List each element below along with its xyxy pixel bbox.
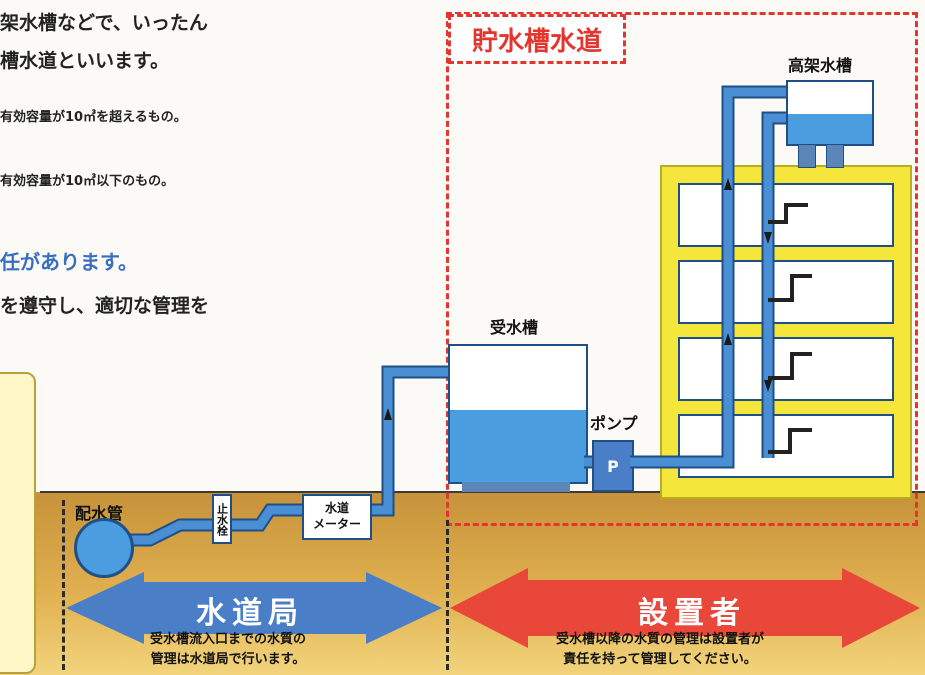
- ground-line: [40, 491, 925, 493]
- pump: P: [592, 440, 634, 492]
- elevated-tank: [786, 80, 874, 146]
- faucets: [768, 203, 812, 454]
- intro-note-1: 有効容量が10㎥を超えるもの。: [0, 110, 187, 125]
- elevated-tank-leg-1: [798, 144, 816, 168]
- water-bureau-caption: 受水槽流入口までの水質の 管理は水道局で行います。: [150, 630, 306, 670]
- pump-label: ポンプ: [590, 414, 638, 433]
- installer-caption-2: 責任を持って管理してください。: [563, 652, 757, 667]
- main-pipe: [74, 518, 134, 578]
- elevated-tank-leg-2: [826, 144, 844, 168]
- left-boundary-line: [62, 500, 65, 670]
- elevated-tank-label: 高架水槽: [788, 56, 853, 75]
- receiving-tank-base: [462, 482, 570, 492]
- pipe-water: [120, 87, 786, 545]
- floor-3: [678, 337, 894, 401]
- installer-arrow: [450, 568, 920, 648]
- storage-system-tag: 貯水槽水道: [448, 14, 626, 64]
- water-bureau-arrow: [66, 572, 442, 644]
- intro-note-2: 有効容量が10㎥以下のもの。: [0, 174, 175, 189]
- intro-heading: 任があります。: [0, 250, 138, 274]
- stop-valve: 止水栓: [212, 494, 232, 544]
- intro-line-2: 槽水道といいます。: [0, 50, 170, 72]
- receiving-tank: [448, 344, 588, 484]
- flow-arrows: [384, 178, 772, 420]
- installer-caption-1: 受水槽以降の水質の管理は設置者が: [556, 632, 765, 647]
- water-bureau-caption-2: 管理は水道局で行います。: [150, 652, 306, 667]
- intro-line-1: 架水槽などで、いったん: [0, 12, 208, 34]
- receiving-tank-label: 受水槽: [490, 318, 539, 337]
- water-bureau-title: 水道局: [196, 596, 304, 631]
- installer-caption: 受水槽以降の水質の管理は設置者が 責任を持って管理してください。: [556, 630, 764, 670]
- floor-2: [678, 260, 894, 324]
- installer-title: 設置者: [638, 596, 746, 631]
- intro-line-3: を遵守し、適切な管理を: [0, 295, 210, 317]
- water-meter-label-1: 水道: [324, 501, 349, 515]
- water-meter-label-2: メーター: [312, 517, 361, 531]
- storage-system-boundary: [446, 12, 918, 526]
- info-box-partial: [0, 372, 36, 674]
- responsibility-boundary-line: [446, 520, 449, 670]
- water-meter: 水道 メーター: [302, 494, 372, 540]
- water-bureau-caption-1: 受水槽流入口までの水質の: [150, 632, 307, 647]
